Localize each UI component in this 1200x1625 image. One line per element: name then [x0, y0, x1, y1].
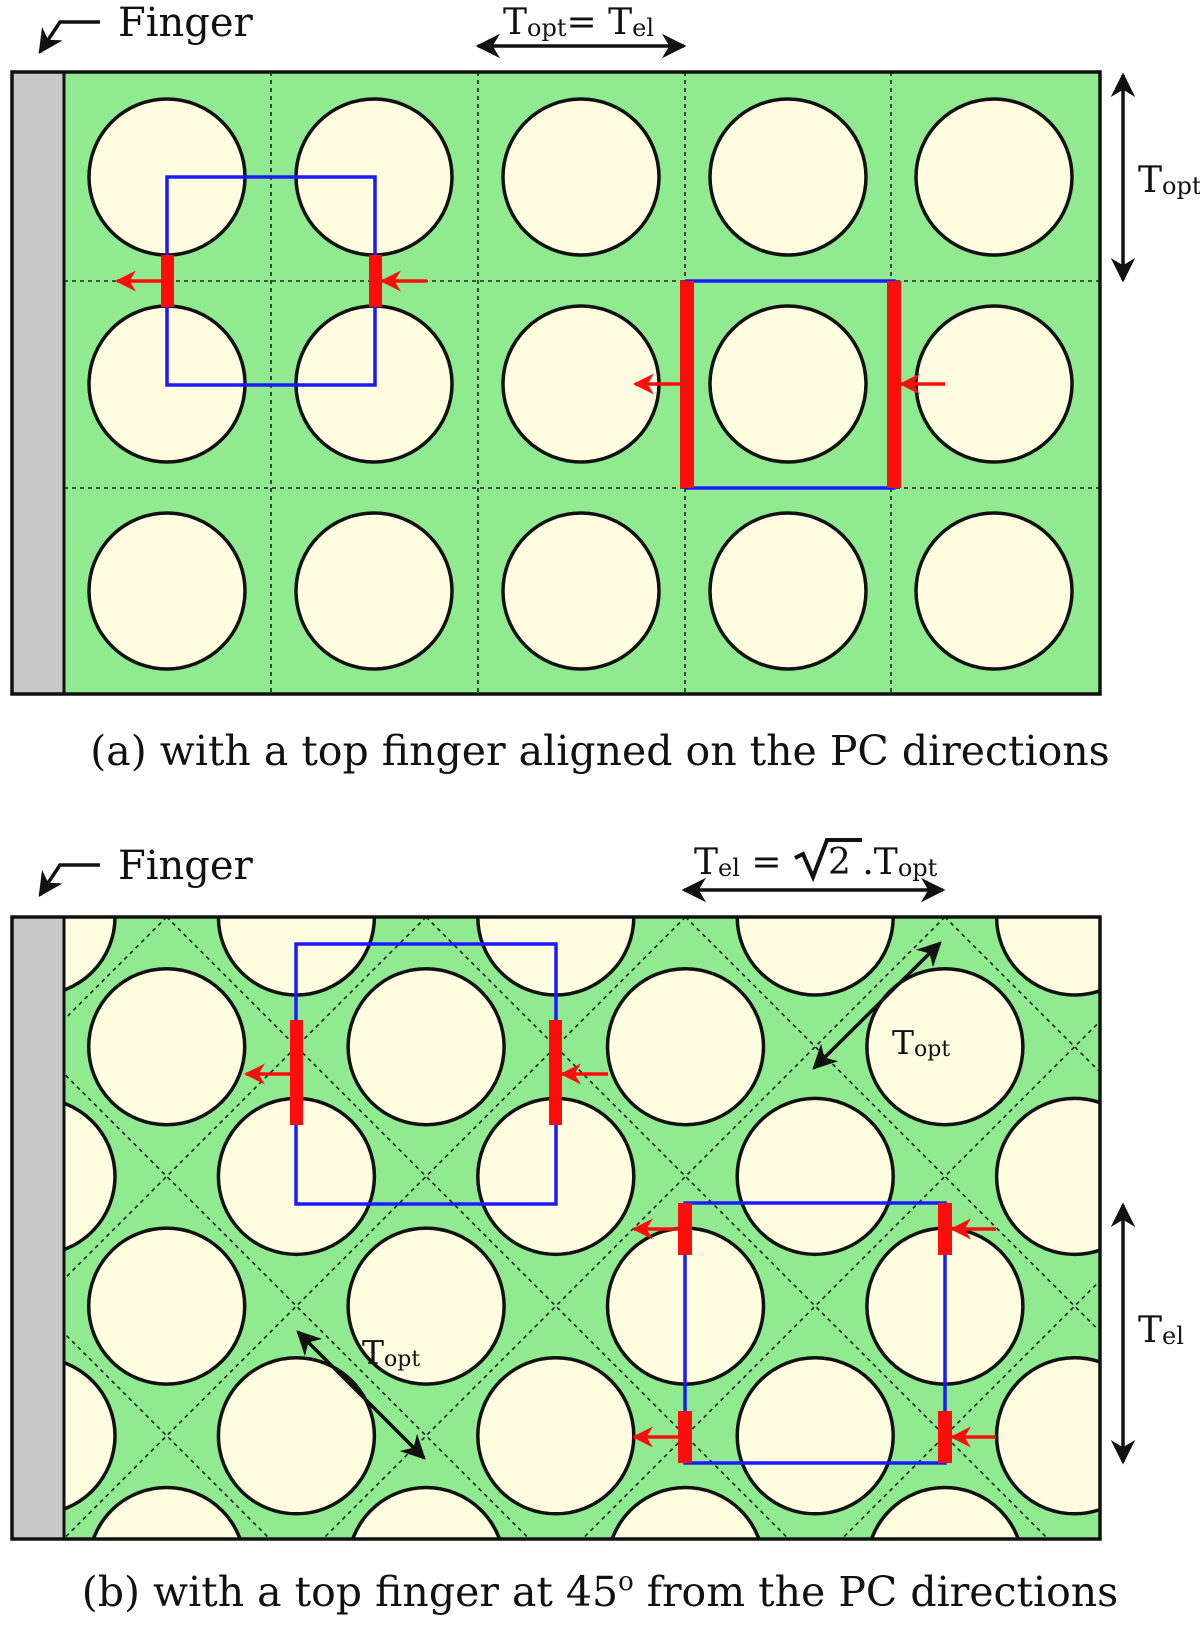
period-equality-label: Topt= Tel — [503, 2, 654, 43]
grid-line — [943, 917, 1100, 1074]
air-hole — [1126, 1228, 1200, 1384]
air-hole — [1126, 1488, 1200, 1625]
air-hole — [501, 511, 661, 671]
air-hole — [914, 97, 1074, 257]
grid-line — [64, 917, 428, 1281]
sqrt-sign-icon — [794, 838, 862, 883]
corner-arrow-icon — [38, 20, 100, 55]
panel-b-frame — [10, 915, 1102, 1541]
air-hole — [735, 1356, 895, 1516]
air-hole — [869, 1485, 1021, 1539]
svg-text:2 .Topt: 2 .Topt — [828, 842, 938, 883]
air-hole — [914, 511, 1074, 671]
air-hole — [708, 97, 868, 257]
stress-bar — [678, 1411, 692, 1463]
air-hole — [91, 1485, 242, 1539]
period-relation-label: Tel = 2 .Topt — [694, 838, 938, 883]
panel-a: Finger Topt= Tel Topt (a) with a top fin… — [10, 0, 1200, 775]
grid-line — [64, 1331, 272, 1539]
air-hole — [735, 1096, 895, 1257]
double-arrow-icon — [812, 941, 942, 1070]
stress-bar — [290, 1020, 303, 1125]
air-hole — [64, 917, 117, 993]
air-hole — [610, 1485, 761, 1539]
grid-line — [581, 1020, 1100, 1539]
grid-line — [165, 917, 790, 1539]
finger-label: Finger — [118, 0, 254, 46]
finger-label: Finger — [118, 843, 254, 889]
panel-b: Finger Tel = 2 .Topt Topt Topt Tel (b) w… — [10, 838, 1200, 1625]
electrical-period-label: Tel — [1138, 1310, 1184, 1351]
grid-line — [840, 1279, 1100, 1539]
caption-b: (b) with a top finger at 45o from the PC… — [82, 1567, 1118, 1616]
air-hole — [86, 966, 247, 1127]
svg-text:Tel =: Tel = — [694, 842, 782, 883]
hole-array — [87, 97, 1074, 671]
stress-bar — [161, 255, 174, 307]
stress-bar — [887, 281, 901, 488]
grid-line — [684, 917, 1100, 1333]
air-hole — [64, 1101, 117, 1252]
air-hole — [501, 97, 661, 257]
caption-a: (a) with a top finger aligned on the PC … — [90, 727, 1109, 775]
finger-electrode — [12, 917, 64, 1539]
electrical-unit-cell — [683, 1201, 947, 1465]
grid-line — [64, 1072, 531, 1539]
air-hole — [1126, 969, 1200, 1125]
air-hole — [346, 966, 506, 1127]
air-hole — [476, 1356, 636, 1516]
stress-bar — [938, 1203, 952, 1255]
optical-period-label: Topt — [1138, 160, 1200, 201]
air-hole — [994, 1096, 1100, 1257]
stress-bar — [938, 1411, 952, 1463]
stress-bar — [678, 1203, 692, 1255]
air-hole — [350, 1485, 502, 1539]
finger-electrode — [12, 72, 64, 694]
grid-line — [1187, 900, 1200, 1560]
stress-bar — [369, 255, 382, 307]
air-hole — [86, 1226, 247, 1386]
air-hole — [605, 966, 766, 1127]
grid-line — [424, 917, 1050, 1539]
stress-bar — [549, 1020, 562, 1125]
air-hole — [64, 1360, 117, 1511]
optical-period-label: Topt — [892, 1023, 950, 1062]
grid-line — [64, 917, 168, 1021]
grid-line — [64, 917, 687, 1539]
panel-a-frame — [10, 70, 1102, 696]
air-hole — [994, 917, 1100, 997]
stress-bar — [680, 281, 694, 488]
air-hole — [294, 511, 454, 671]
air-hole — [216, 1356, 377, 1516]
air-hole — [708, 511, 868, 671]
air-hole — [708, 304, 868, 464]
air-hole — [994, 1356, 1100, 1516]
air-hole — [87, 511, 247, 671]
double-arrow-icon — [296, 1330, 426, 1460]
optical-period-label: Topt — [362, 1333, 420, 1372]
corner-arrow-icon — [38, 863, 100, 898]
